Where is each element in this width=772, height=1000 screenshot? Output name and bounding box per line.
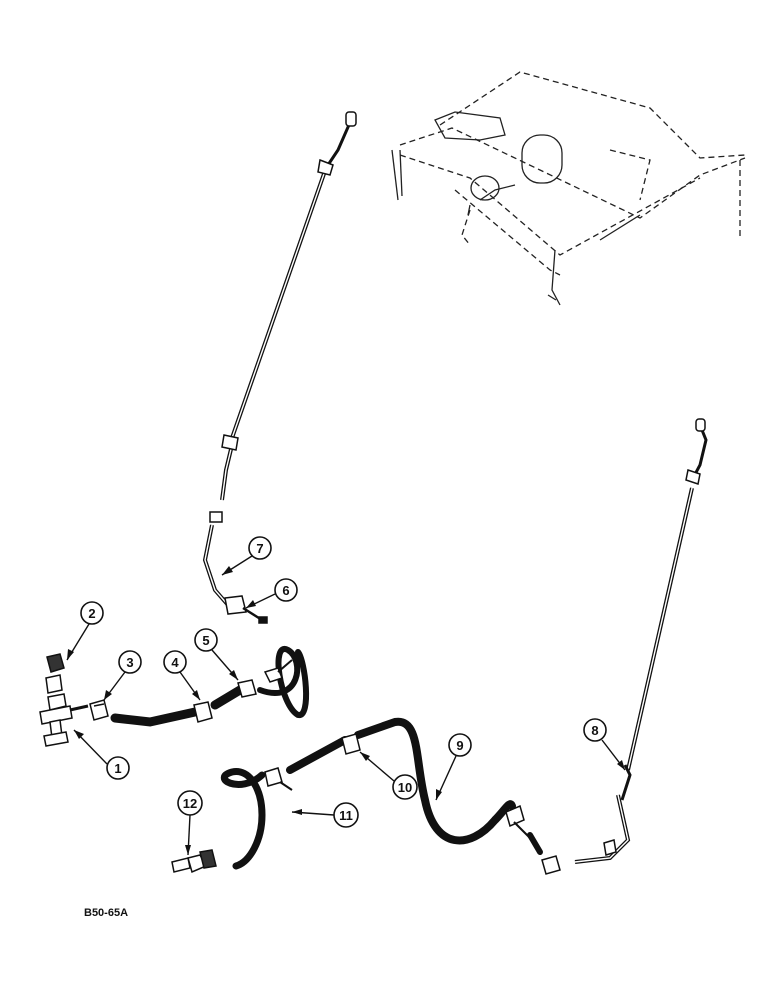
upper-left-pipe [202,111,357,607]
figure-code: B50-65A [84,907,128,919]
callout-9: 9 [435,733,472,801]
svg-text:4: 4 [171,655,179,670]
frame-outline-dashed [399,71,746,276]
upper-right-pipe [574,418,708,864]
hose-clamps-left [193,659,293,723]
frame-outline-solid [391,111,641,306]
hose-clamps-right [341,733,561,875]
hose-end-fittings [171,767,293,874]
svg-text:2: 2 [88,606,95,621]
svg-text:10: 10 [398,780,412,795]
svg-text:11: 11 [339,808,353,823]
right-flexible-hose [286,717,543,855]
callout-5: 5 [194,628,239,681]
svg-text:9: 9 [456,738,463,753]
elbow-fitting [89,699,109,721]
tee-valve-assembly [39,653,89,747]
callout-1: 1 [73,729,130,780]
clip-with-bolt [224,595,268,624]
svg-text:3: 3 [126,655,133,670]
callout-11: 11 [291,802,359,828]
callout-2: 2 [66,601,104,661]
svg-text:1: 1 [114,761,121,776]
callout-6: 6 [245,578,298,609]
callout-8: 8 [583,718,626,771]
lower-loop-hose [221,768,266,870]
callout-7: 7 [221,536,272,576]
callout-3: 3 [103,650,142,701]
svg-text:12: 12 [183,796,197,811]
callout-10: 10 [359,751,418,800]
callout-4: 4 [163,650,201,701]
svg-text:5: 5 [202,633,209,648]
svg-text:6: 6 [282,583,289,598]
svg-text:7: 7 [256,541,263,556]
callout-12: 12 [177,790,203,856]
svg-text:8: 8 [591,723,598,738]
